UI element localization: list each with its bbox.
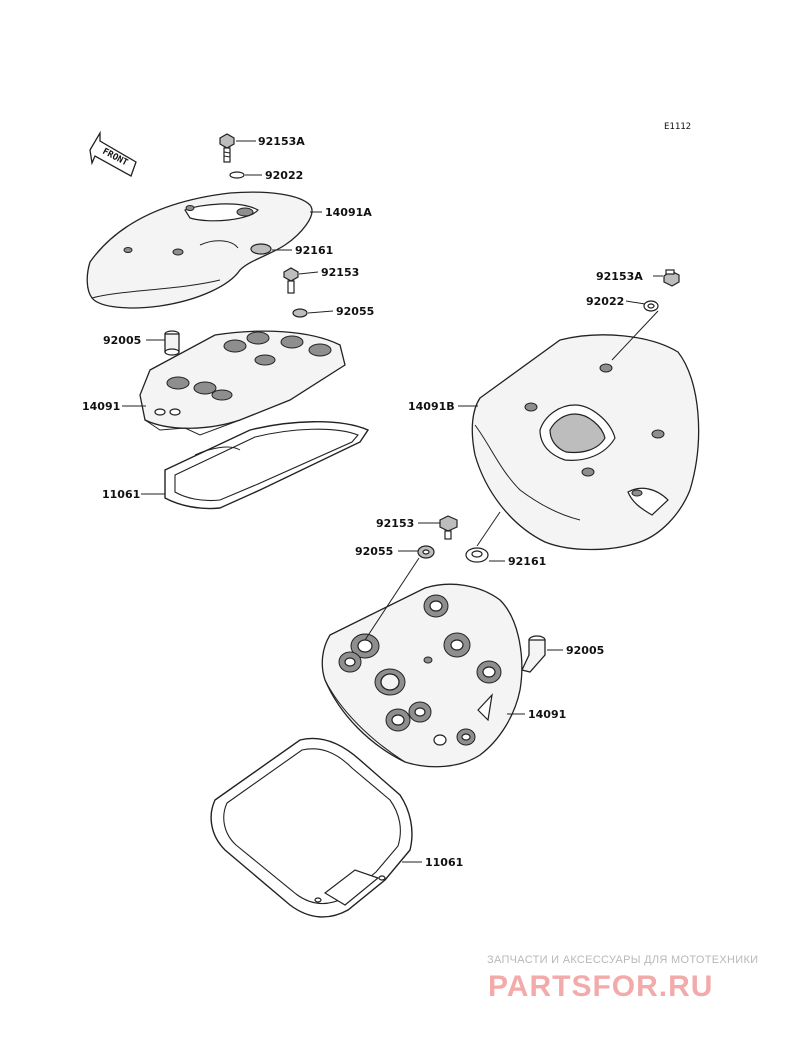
label-14091-right: 14091 [528, 708, 566, 721]
head-cover-14091-right[interactable] [321, 583, 523, 768]
label-92022-top-left: 92022 [265, 169, 303, 182]
label-92005-right: 92005 [566, 644, 604, 657]
fitting-92005-top-left[interactable] [164, 330, 180, 356]
bolt-92153a-right[interactable] [663, 269, 680, 287]
washer-92055-top-left[interactable] [292, 308, 308, 318]
watermark-logo: PARTSFOR.RU [488, 970, 713, 1003]
label-92005-top-left: 92005 [103, 334, 141, 347]
gasket-11061-top-left[interactable] [164, 421, 370, 510]
fitting-92005-right[interactable] [521, 635, 546, 673]
bolt-92153-top-left[interactable] [283, 267, 299, 294]
label-14091a: 14091A [325, 206, 372, 219]
bolt-92153-right[interactable] [439, 515, 458, 540]
label-92055-right: 92055 [355, 545, 393, 558]
cover-14091b[interactable] [471, 334, 700, 551]
label-92153-right: 92153 [376, 517, 414, 530]
label-92153-top-left: 92153 [321, 266, 359, 279]
diagram-code: E1112 [664, 122, 691, 132]
label-92153a-top-left: 92153A [258, 135, 305, 148]
bolt-92153a-top-left[interactable] [219, 133, 235, 163]
label-14091b: 14091B [408, 400, 455, 413]
label-92153a-right: 92153A [596, 270, 643, 283]
cover-14091a[interactable] [86, 191, 313, 309]
label-92161-right: 92161 [508, 555, 546, 568]
label-11061-right: 11061 [425, 856, 463, 869]
label-11061-top-left: 11061 [102, 488, 140, 501]
watermark-text: ЗАПЧАСТИ И АКСЕССУАРЫ ДЛЯ МОТОТЕХНИКИ [487, 954, 758, 966]
front-arrow-icon: FRONT [89, 130, 137, 177]
head-cover-14091-top-left[interactable] [139, 330, 346, 436]
label-92022-right: 92022 [586, 295, 624, 308]
label-92161-top-left: 92161 [295, 244, 333, 257]
grommet-92161-top-left[interactable] [250, 243, 272, 255]
label-14091-top-left: 14091 [82, 400, 120, 413]
label-92055-top-left: 92055 [336, 305, 374, 318]
washer-92022-top-left[interactable] [229, 171, 245, 179]
gasket-11061-right[interactable] [210, 737, 413, 918]
